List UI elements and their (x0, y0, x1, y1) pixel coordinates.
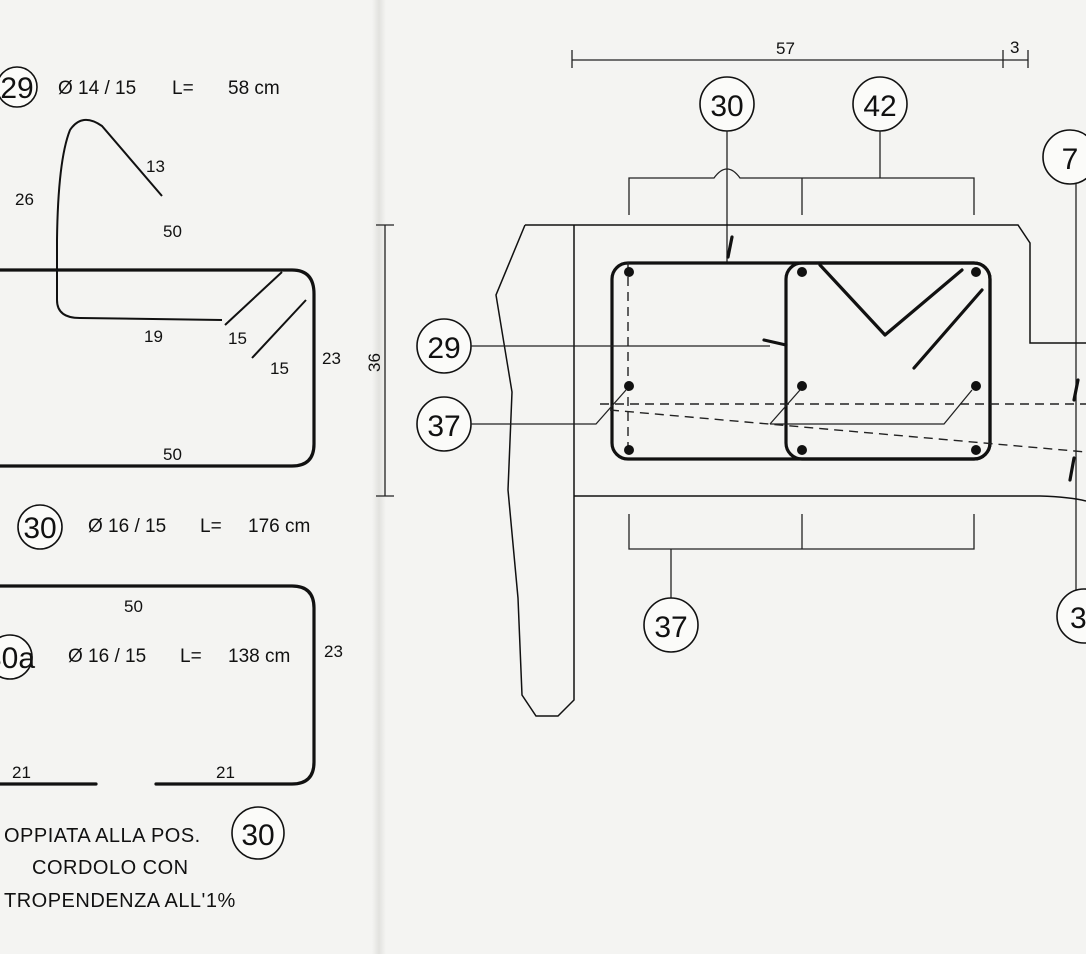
bar-30-hook-a (224, 271, 283, 326)
bar-30-shape (0, 268, 316, 468)
bar-tick-c (1072, 378, 1080, 402)
bar-dot (971, 267, 981, 277)
note-line-3: TROPENDENZA ALL'1% (4, 890, 236, 912)
bar-dot (971, 445, 981, 455)
section-mark-30: 30 (710, 90, 743, 123)
bar-29-dim-13: 13 (146, 157, 165, 176)
dim-36: 36 (365, 353, 384, 372)
section-mark-7: 7 (1062, 143, 1079, 176)
dashed-bar-sloped (609, 409, 1086, 453)
bar-30-hook-b (251, 299, 307, 359)
longitudinal-bars (624, 267, 981, 455)
bar-29-dim-26: 26 (15, 190, 34, 209)
section-mark-3a: 3a (1070, 602, 1086, 635)
bar-mark-29: 29 (0, 72, 33, 105)
bar-dot (624, 445, 634, 455)
dim-57: 57 (776, 39, 795, 58)
bar-29-length: 58 cm (228, 78, 280, 99)
section-mark-37-bottom: 37 (654, 611, 687, 644)
bar-30-dim-15-b: 15 (270, 359, 289, 378)
bar-30a-dim-21-right: 21 (216, 763, 235, 782)
bar-30-dim-23: 23 (322, 349, 341, 368)
section-mark-37-bottom-bubble (643, 597, 699, 653)
bar-dot (797, 445, 807, 455)
dim-3: 3 (1010, 38, 1019, 57)
bar-mark-30a-bubble (0, 634, 33, 680)
bar-30-dim-50-bottom: 50 (163, 445, 182, 464)
bar-29-shape (56, 119, 223, 321)
bar-30a-dim-23: 23 (324, 642, 343, 661)
bar-29-length-label: L= (172, 78, 194, 99)
bar-30a-length: 138 cm (228, 646, 290, 667)
note-ref-bubble (231, 806, 285, 860)
note-line-1: OPPIATA ALLA POS. (4, 825, 201, 847)
bar-30-length: 176 cm (248, 516, 310, 537)
bar-42-hook (912, 288, 984, 370)
bar-30a-shape (0, 584, 316, 786)
bar-dot (624, 381, 634, 391)
bar-30a-dim-21-left: 21 (12, 763, 31, 782)
stirrup-tick-a (726, 235, 734, 259)
note-ref-30: 30 (241, 819, 274, 852)
bar-42-v (818, 263, 964, 337)
bar-mark-30a: 30a (0, 642, 35, 675)
bar-dot (797, 381, 807, 391)
bar-30a-diameter: Ø 16 / 15 (68, 646, 146, 667)
section-mark-7-bubble (1042, 129, 1086, 185)
stirrup-42 (784, 261, 992, 461)
bar-mark-29-bubble (0, 66, 38, 108)
leader-37-mid (769, 389, 801, 425)
bar-30-dim-50-top: 50 (163, 222, 182, 241)
concrete-cordolo (495, 224, 575, 717)
bar-29-diameter: Ø 14 / 15 (58, 78, 136, 99)
note-line-2: CORDOLO CON (32, 857, 189, 879)
leader-37-right (770, 389, 973, 425)
section-mark-29: 29 (427, 332, 460, 365)
bar-tick-d (1068, 456, 1076, 482)
leader-37-left (471, 389, 627, 425)
section-mark-42: 42 (863, 90, 896, 123)
bar-30a-dim-50: 50 (124, 597, 143, 616)
section-mark-37-left: 37 (427, 410, 460, 443)
bar-mark-30-bubble (17, 504, 63, 550)
bar-30a-length-label: L= (180, 646, 202, 667)
bar-dot (624, 267, 634, 277)
bar-mark-30: 30 (23, 512, 56, 545)
page-gutter (372, 0, 386, 954)
concrete-bottom-edge (574, 495, 1086, 502)
bar-30-diameter: Ø 16 / 15 (88, 516, 166, 537)
bar-29-dim-19: 19 (144, 327, 163, 346)
bar-dot (797, 267, 807, 277)
section-mark-3a-bubble (1056, 588, 1086, 644)
concrete-top-edge (525, 224, 1086, 344)
bar-dot (971, 381, 981, 391)
stirrup-tick-b (762, 338, 788, 347)
bar-30-dim-15-a: 15 (228, 329, 247, 348)
bar-30-length-label: L= (200, 516, 222, 537)
